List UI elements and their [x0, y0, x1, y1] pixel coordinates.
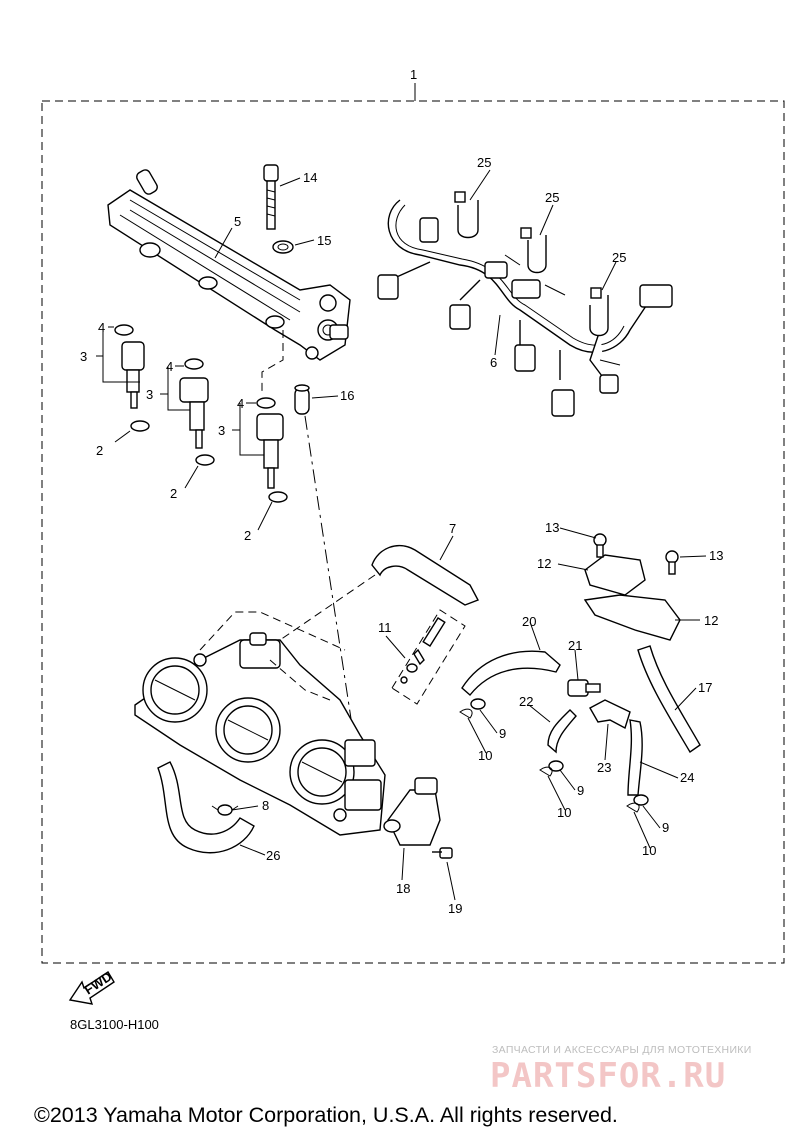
rail-dash-link	[261, 330, 284, 392]
callout-25: 25	[477, 155, 491, 170]
callout-8: 8	[262, 798, 269, 813]
joint-21	[567, 679, 601, 697]
callout-21: 21	[568, 638, 582, 653]
callout-6: 6	[490, 355, 497, 370]
injector-1	[114, 324, 150, 432]
callout-10: 10	[478, 748, 492, 763]
callout-18: 18	[396, 881, 410, 896]
injector-3	[256, 397, 288, 503]
plug-9-left	[470, 698, 486, 710]
clip-10-left	[459, 708, 473, 719]
hose-7	[371, 545, 479, 606]
callout-19: 19	[448, 901, 462, 916]
hose-22	[547, 709, 577, 754]
plug-9-right	[633, 794, 649, 806]
callout-26: 26	[266, 848, 280, 863]
callout-10: 10	[642, 843, 656, 858]
throttle-body	[134, 632, 386, 836]
callout-2: 2	[170, 486, 177, 501]
throttle-link-dash	[199, 611, 346, 701]
clip-10-middle	[539, 766, 553, 777]
callout-9: 9	[577, 783, 584, 798]
callout-12: 12	[704, 613, 718, 628]
rail-washer	[272, 240, 294, 254]
callout-4: 4	[166, 359, 173, 374]
harness-clamps	[454, 191, 609, 337]
callout-16: 16	[340, 388, 354, 403]
bracket-upper	[584, 533, 646, 596]
hose-26	[157, 761, 255, 854]
watermark-logo: PARTSFOR.RU	[490, 1056, 727, 1096]
callout-9: 9	[662, 820, 669, 835]
callout-4: 4	[98, 320, 105, 335]
hose-17	[637, 645, 701, 754]
clip-10-right	[626, 802, 640, 813]
bolt-19	[432, 847, 453, 859]
callout-3: 3	[146, 387, 153, 402]
copyright-notice: ©2013 Yamaha Motor Corporation, U.S.A. A…	[34, 1103, 618, 1127]
hose-20	[461, 650, 561, 697]
drawing-code: 8GL3100-H100	[70, 1017, 159, 1032]
hose-23	[589, 699, 631, 730]
injector-2	[179, 358, 215, 466]
plug-9-middle	[548, 760, 564, 772]
wire-harness	[377, 199, 673, 417]
callout-7: 7	[449, 521, 456, 536]
callout-5: 5	[234, 214, 241, 229]
callout-3: 3	[80, 349, 87, 364]
hose-7-link	[279, 574, 376, 641]
callout-25: 25	[545, 190, 559, 205]
callout-10: 10	[557, 805, 571, 820]
screw-set	[391, 609, 466, 705]
rail-collar	[294, 384, 310, 415]
callout-13: 13	[545, 520, 559, 535]
watermark-caption: ЗАПЧАСТИ И АКСЕССУАРЫ ДЛЯ МОТОТЕХНИКИ	[492, 1044, 752, 1056]
callout-24: 24	[680, 770, 694, 785]
callout-leaders	[214, 169, 707, 901]
callout-15: 15	[317, 233, 331, 248]
assembly-frame	[41, 100, 785, 964]
callout-1: 1	[410, 67, 417, 82]
injector-leaders	[96, 326, 273, 531]
bracket-lower	[583, 550, 681, 641]
sensor-18	[383, 777, 441, 846]
fwd-arrow-icon: FWD	[68, 969, 115, 1005]
hose-24	[627, 719, 643, 796]
callout-13: 13	[709, 548, 723, 563]
callout-2: 2	[244, 528, 251, 543]
callout-14: 14	[303, 170, 317, 185]
callout-22: 22	[519, 694, 533, 709]
callout-20: 20	[522, 614, 536, 629]
callout-17: 17	[698, 680, 712, 695]
clamp-8	[211, 804, 239, 816]
callout-23: 23	[597, 760, 611, 775]
callout-12: 12	[537, 556, 551, 571]
callout-4: 4	[237, 396, 244, 411]
callout-25: 25	[612, 250, 626, 265]
callout-9: 9	[499, 726, 506, 741]
callout-2: 2	[96, 443, 103, 458]
callout-3: 3	[218, 423, 225, 438]
callout-11: 11	[378, 620, 392, 635]
rail-bolt	[263, 164, 279, 230]
fuel-rail	[107, 169, 351, 361]
rail-collar-link	[304, 415, 356, 746]
